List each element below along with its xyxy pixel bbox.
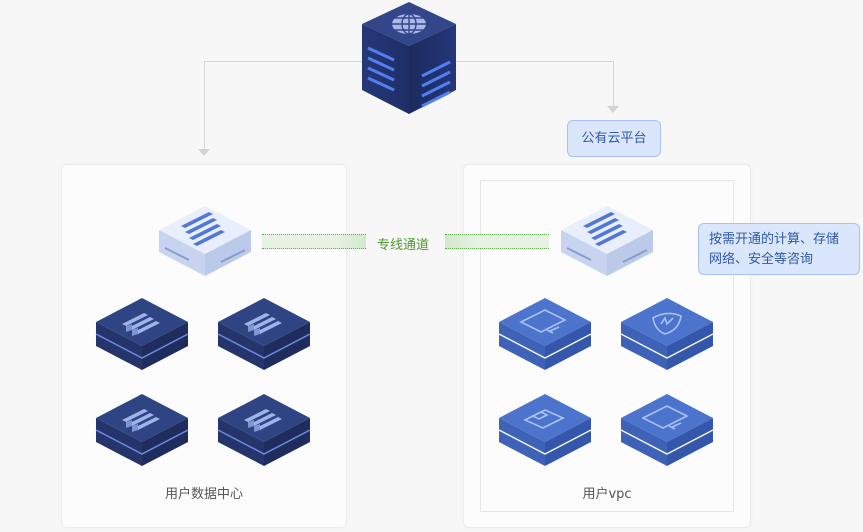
network-switch-icon <box>159 206 251 276</box>
vpc-service-node <box>617 390 717 470</box>
connector-line-right-v <box>613 61 614 106</box>
datacenter-server-node <box>214 390 314 470</box>
server-rack-icon <box>217 298 311 370</box>
tooltip-line-1: 按需开通的计算、存储 <box>709 232 840 247</box>
services-tooltip: 按需开通的计算、存储 网络、安全等咨询 <box>698 223 860 275</box>
arrow-down-icon <box>198 149 210 156</box>
wallet-icon <box>498 394 592 466</box>
network-switch-icon <box>561 206 653 276</box>
cloud-server-node <box>358 0 460 116</box>
tunnel-right-segment <box>445 234 549 249</box>
server-rack-icon <box>95 298 189 370</box>
datacenter-server-node <box>92 294 192 374</box>
datacenter-server-node <box>214 294 314 374</box>
user-datacenter-caption: 用户数据中心 <box>164 487 243 502</box>
globe-server-icon <box>362 2 456 114</box>
right-switch-node <box>557 200 657 280</box>
tooltip-line-2: 网络、安全等咨询 <box>709 252 814 267</box>
connector-line-left-h <box>204 61 364 62</box>
server-rack-icon <box>217 394 311 466</box>
datacenter-server-node <box>92 390 192 470</box>
public-cloud-label: 公有云平台 <box>567 120 661 157</box>
vpc-service-node <box>617 294 717 374</box>
public-cloud-text: 公有云平台 <box>581 131 647 146</box>
tunnel-label: 专线通道 <box>377 238 430 253</box>
server-rack-icon <box>95 394 189 466</box>
left-switch-node <box>155 200 255 280</box>
connector-line-left-v <box>204 61 205 149</box>
vpc-service-node <box>495 294 595 374</box>
user-vpc-caption: 用户vpc <box>582 487 632 502</box>
monitor-icon <box>620 394 714 466</box>
shield-icon <box>620 298 714 370</box>
connector-line-right-h <box>456 61 613 62</box>
vpc-service-node <box>495 390 595 470</box>
tunnel-left-segment <box>262 234 366 249</box>
monitor-icon <box>498 298 592 370</box>
arrow-down-icon <box>607 106 619 113</box>
